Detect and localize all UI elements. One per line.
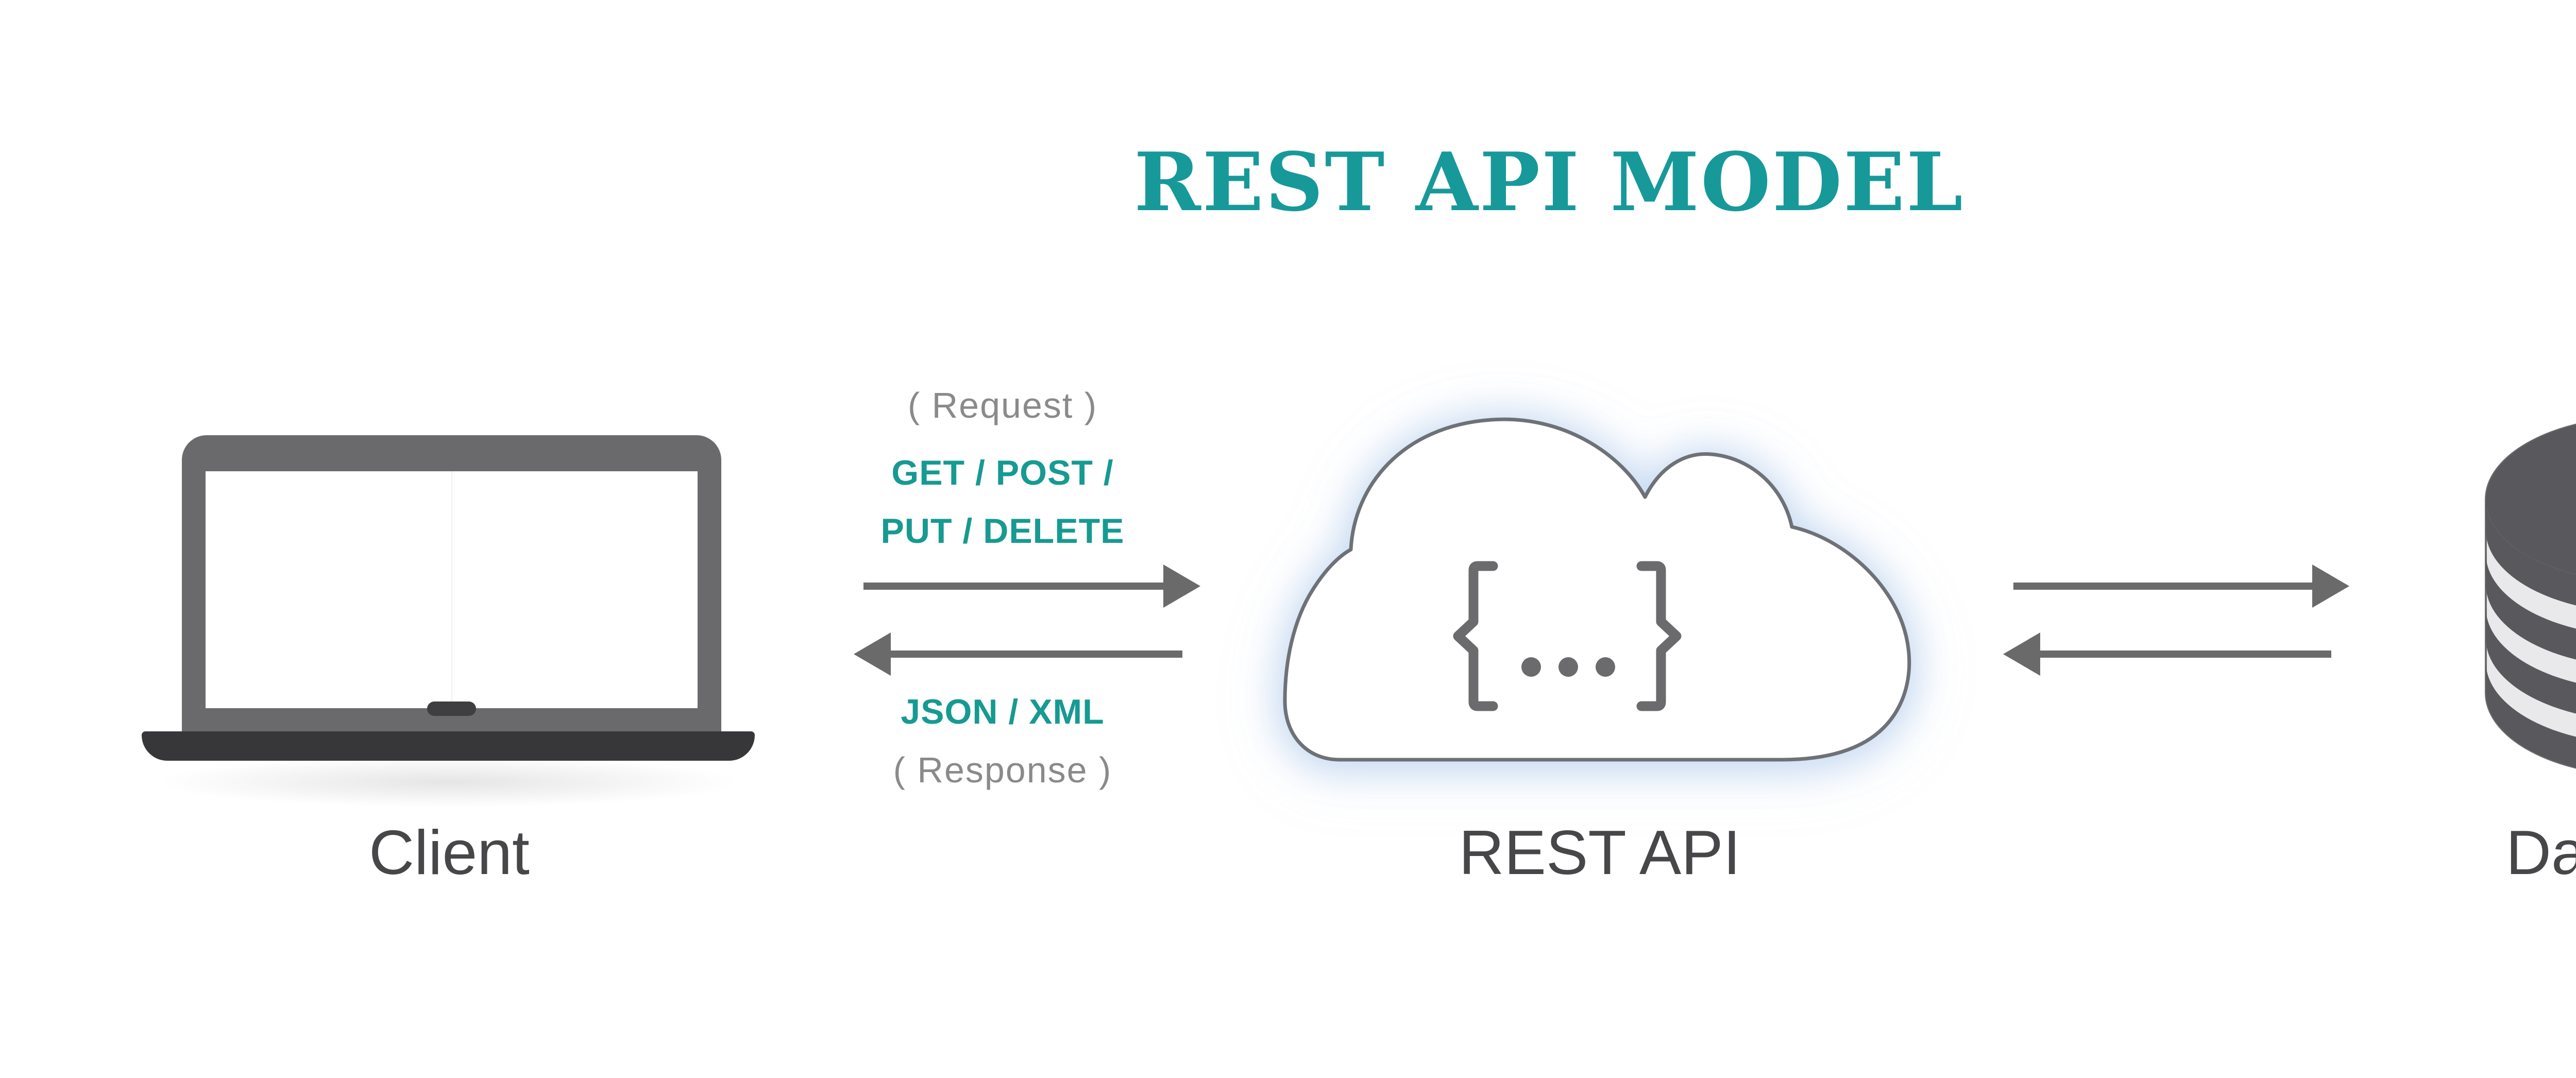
braces-icon xyxy=(1453,561,1682,711)
cloud-icon xyxy=(1283,417,1911,762)
client-label: Client xyxy=(369,817,530,887)
response-caption: ( Response ) xyxy=(893,750,1112,790)
laptop-shadow xyxy=(155,756,742,808)
http-methods-line-2: PUT / DELETE xyxy=(880,511,1125,551)
http-methods-line-1: GET / POST / xyxy=(891,453,1114,492)
api-to-db-arrow-shaft xyxy=(2013,583,2312,590)
laptop-hinge-notch xyxy=(427,701,476,716)
api-to-db-arrow xyxy=(2013,564,2349,608)
database-label: Database xyxy=(2505,817,2576,887)
response-arrowhead-icon xyxy=(854,632,891,676)
db-to-api-arrow-shaft xyxy=(2040,651,2331,658)
request-caption: ( Request ) xyxy=(907,385,1098,425)
ellipsis-dots-icon xyxy=(1521,657,1615,677)
api-to-db-arrowhead-icon xyxy=(2312,564,2349,608)
database-icon xyxy=(2485,423,2576,769)
response-formats: JSON / XML xyxy=(901,692,1105,731)
request-arrow-shaft xyxy=(863,583,1163,590)
response-arrow-shaft xyxy=(891,651,1182,658)
db-to-api-arrow xyxy=(2003,632,2331,676)
request-arrowhead-icon xyxy=(1163,564,1200,608)
laptop-icon xyxy=(182,435,721,731)
api-label: REST API xyxy=(1459,817,1741,887)
laptop-base xyxy=(142,731,755,761)
db-to-api-arrowhead-icon xyxy=(2003,632,2040,676)
diagram-title: REST API MODEL xyxy=(1134,135,1964,229)
laptop-screen-seam xyxy=(451,471,452,708)
response-arrow xyxy=(854,632,1182,676)
request-arrow xyxy=(863,564,1200,608)
